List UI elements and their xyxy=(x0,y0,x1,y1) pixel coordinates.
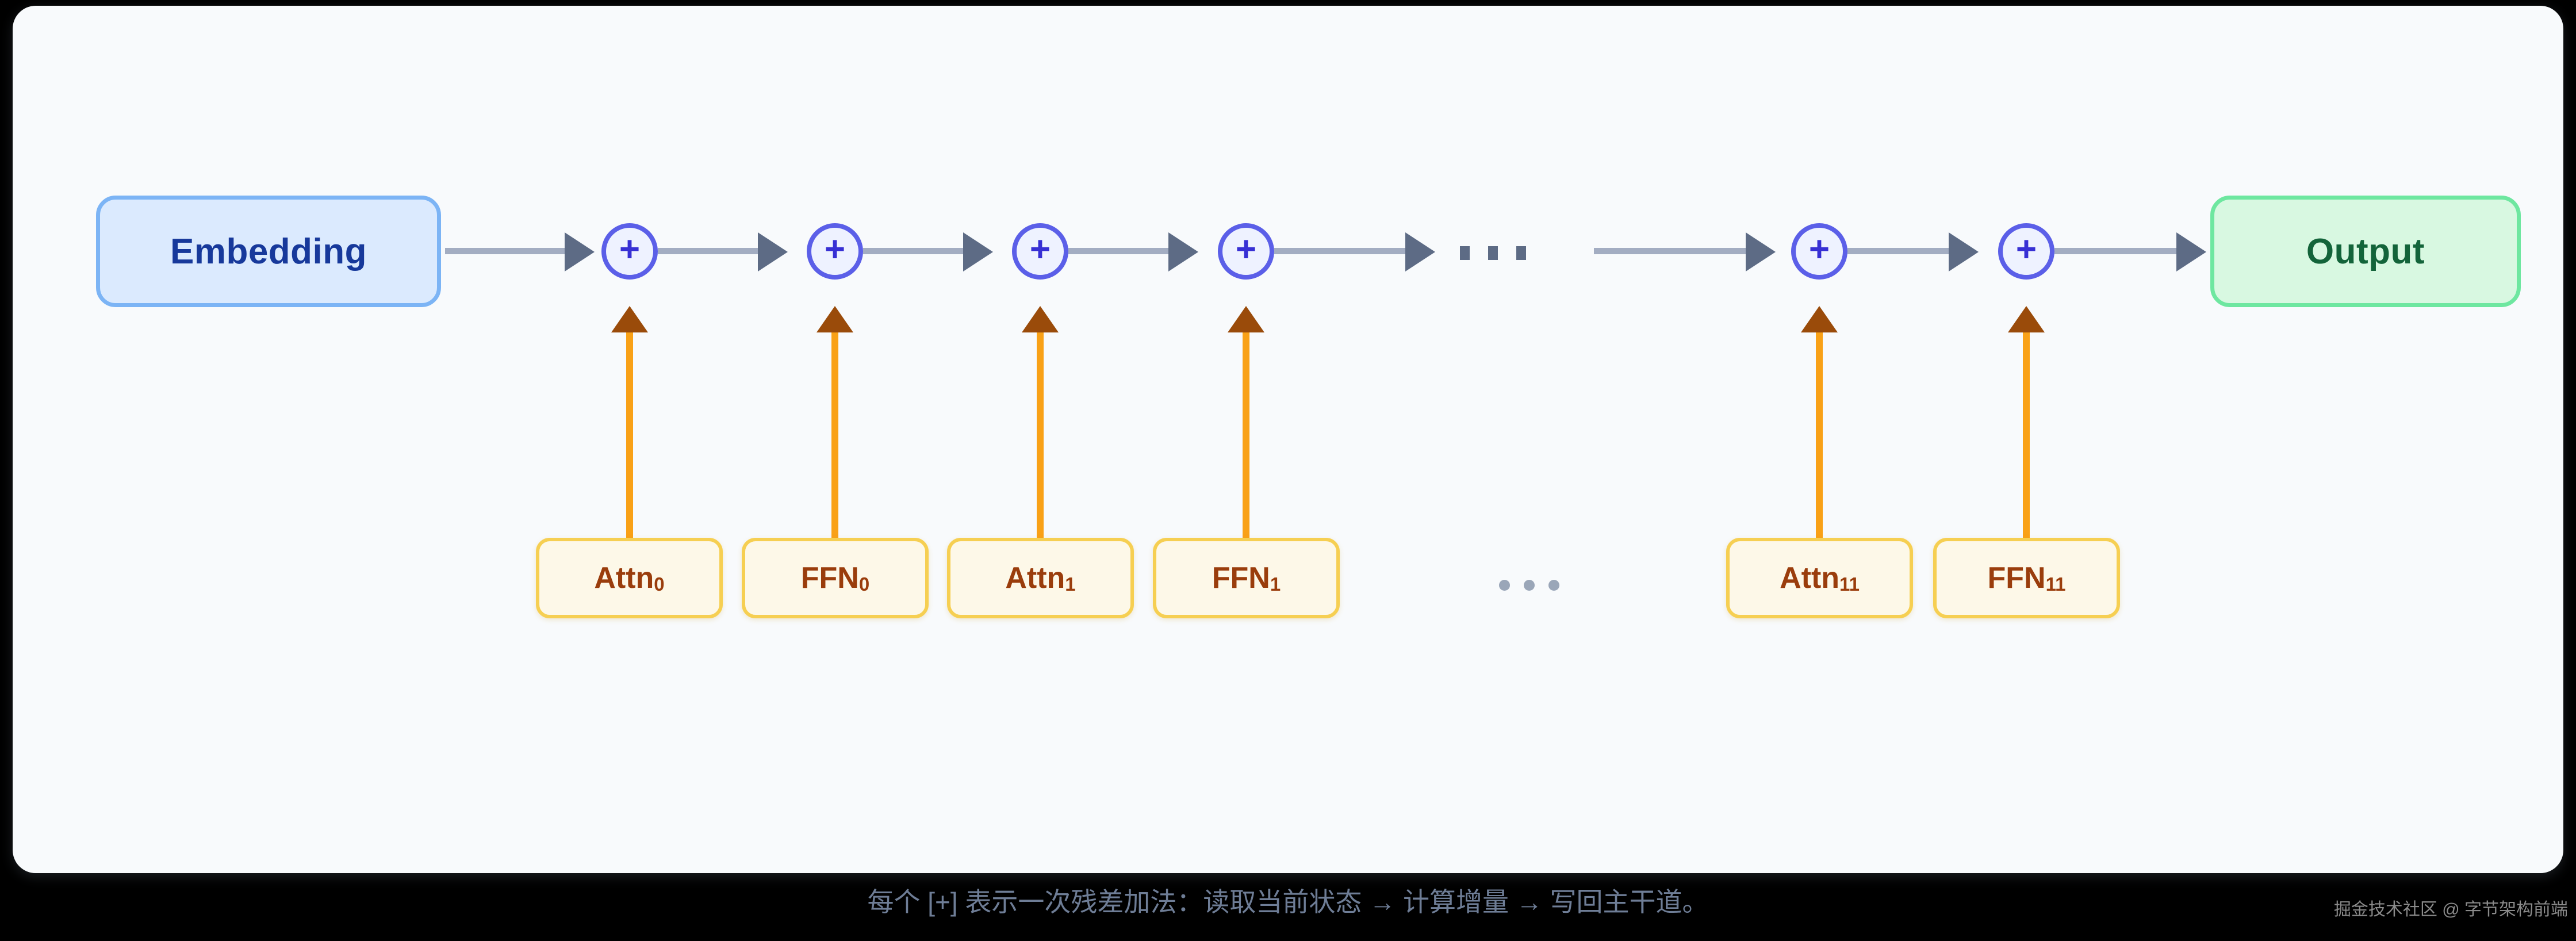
flow-line-plus4-to-plus5 xyxy=(1847,248,1951,254)
plus-icon: + xyxy=(619,229,641,269)
residual-add-node-3[interactable]: + xyxy=(1218,223,1274,280)
module-connector-line-2 xyxy=(1037,329,1044,538)
flow-arrow-plus0-to-plus1 xyxy=(758,232,788,271)
module-label: Attn xyxy=(594,561,654,595)
module-connector-arrow-2 xyxy=(1022,306,1059,332)
residual-add-node-5[interactable]: + xyxy=(1998,223,2054,280)
plus-icon: + xyxy=(1029,229,1051,269)
diagram-card: Embedding Output + + + + + + xyxy=(13,6,2563,873)
flow-arrow-plus2-to-plus3 xyxy=(1168,232,1198,271)
flow-line-plus0-to-plus1 xyxy=(658,248,760,254)
module-row-ellipsis-icon xyxy=(1499,580,1559,591)
output-node[interactable]: Output xyxy=(2210,196,2521,307)
watermark: 掘金技术社区 @ 字节架构前端 xyxy=(2333,900,2568,919)
flow-arrow-plus1-to-plus2 xyxy=(963,232,993,271)
residual-add-node-1[interactable]: + xyxy=(807,223,863,280)
module-label: Attn xyxy=(1780,561,1840,595)
flow-arrow-plus4-to-plus5 xyxy=(1949,232,1979,271)
flow-arrow-ellipsis-to-plus4 xyxy=(1746,232,1776,271)
module-label: FFN xyxy=(1987,561,2046,595)
module-connector-arrow-5 xyxy=(2008,306,2045,332)
module-label: Attn xyxy=(1005,561,1065,595)
diagram-caption: 每个 [+] 表示一次残差加法：读取当前状态 → 计算增量 → 写回主干道。 xyxy=(867,887,1709,917)
flow-line-plus2-to-plus3 xyxy=(1068,248,1171,254)
embedding-node[interactable]: Embedding xyxy=(96,196,441,307)
flow-line-plus3-to-ellipsis xyxy=(1274,248,1408,254)
flow-line-plus5-to-output xyxy=(2054,248,2179,254)
module-label: FFN xyxy=(1212,561,1270,595)
module-connector-line-4 xyxy=(1816,329,1823,538)
flow-line-embedding-to-plus0 xyxy=(445,248,566,254)
flow-arrow-embedding-to-plus0 xyxy=(565,232,595,271)
residual-add-node-0[interactable]: + xyxy=(601,223,658,280)
flow-arrow-plus3-to-ellipsis xyxy=(1405,232,1435,271)
module-connector-arrow-3 xyxy=(1228,306,1264,332)
module-connector-line-3 xyxy=(1243,329,1249,538)
plus-icon: + xyxy=(1808,229,1830,269)
module-connector-line-5 xyxy=(2023,329,2030,538)
module-connector-arrow-1 xyxy=(816,306,853,332)
flow-line-plus1-to-plus2 xyxy=(863,248,965,254)
residual-add-node-4[interactable]: + xyxy=(1791,223,1847,280)
main-flow-ellipsis-icon xyxy=(1460,246,1526,260)
module-connector-arrow-0 xyxy=(611,306,648,332)
residual-add-node-2[interactable]: + xyxy=(1012,223,1068,280)
plus-icon: + xyxy=(2015,229,2037,269)
module-connector-line-0 xyxy=(626,329,633,538)
module-connector-line-1 xyxy=(831,329,838,538)
flow-line-ellipsis-to-plus4 xyxy=(1594,248,1748,254)
module-label: FFN xyxy=(800,561,859,595)
plus-icon: + xyxy=(1235,229,1257,269)
plus-icon: + xyxy=(824,229,846,269)
module-connector-arrow-4 xyxy=(1801,306,1838,332)
flow-arrow-plus5-to-output xyxy=(2176,232,2206,271)
